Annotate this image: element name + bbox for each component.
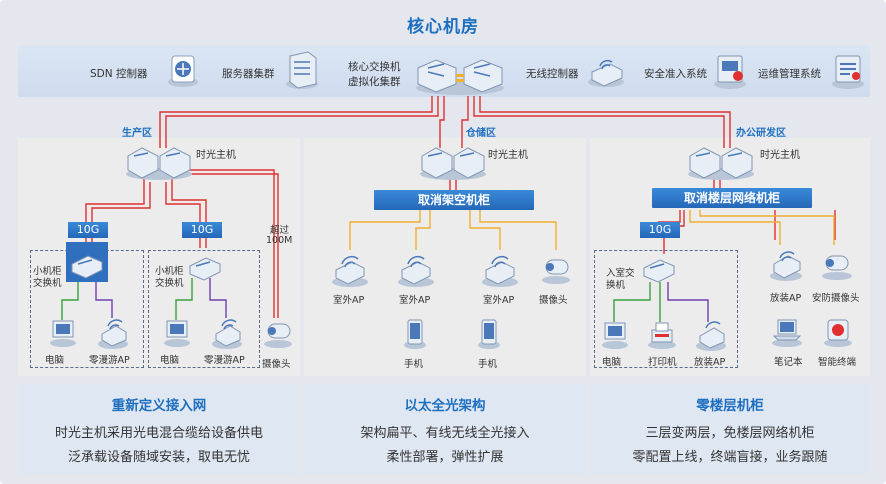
production-pc-1-icon <box>50 320 76 347</box>
office-ap-outer-label: 放装AP <box>770 293 802 304</box>
production-ap-2-label: 零漫游AP <box>204 355 245 366</box>
warehouse-host-icon <box>420 147 486 180</box>
zone-office-label: 办公研发区 <box>736 128 786 139</box>
warehouse-cabinet-banner: 取消架空机柜 <box>374 190 534 210</box>
office-smart-terminal-label: 智能终端 <box>818 357 857 368</box>
room-switch-label-line2: 换机 <box>606 280 626 291</box>
production-10g-badge-2: 10G <box>182 222 222 238</box>
warehouse-ap-2-icon <box>398 255 434 287</box>
ops-management-system-icon <box>832 55 864 89</box>
feature-1-line2: 泛承载设备随域安装，取电无忧 <box>67 450 250 465</box>
small-switch-2-label-line1: 小机柜 <box>155 266 184 277</box>
small-cabinet-switch-1-icon <box>66 242 108 282</box>
office-ap-inner-icon <box>696 321 726 351</box>
wireless-controller-label: 无线控制器 <box>526 68 579 80</box>
over-100m-label-line1: 超过 <box>270 225 290 236</box>
feature-3-line1: 三层变两层，免楼层网络机柜 <box>645 426 815 441</box>
production-camera-icon <box>264 323 292 348</box>
production-host-icon <box>126 147 192 180</box>
office-printer-icon <box>648 322 676 349</box>
core-switch-label-line1: 核心交换机 <box>348 61 401 73</box>
production-10g-badge-1: 10G <box>68 222 108 238</box>
warehouse-ap-3-label: 室外AP <box>483 295 515 306</box>
ops-management-label: 运维管理系统 <box>758 68 821 80</box>
feature-1-line1: 时光主机采用光电混合缆给设备供电 <box>54 426 263 441</box>
warehouse-ap-2-label: 室外AP <box>399 295 431 306</box>
production-ap-1-label: 零漫游AP <box>89 355 130 366</box>
room-switch-label-line1: 入室交 <box>606 268 635 279</box>
warehouse-phone-1-icon <box>404 319 426 349</box>
access-control-system-icon <box>714 55 746 89</box>
office-laptop-label: 笔记本 <box>774 357 803 368</box>
feature-1-title: 重新定义接入网 <box>111 398 207 414</box>
office-security-camera-label: 安防摄像头 <box>812 293 860 304</box>
warehouse-phone-2-icon <box>478 319 500 349</box>
production-ap-1-icon <box>98 319 128 349</box>
production-pc-2-label: 电脑 <box>160 355 180 366</box>
page-title: 核心机房 <box>407 17 479 37</box>
small-cabinet-group-2 <box>148 250 260 368</box>
over-100m-label-line2: 100M <box>266 235 293 246</box>
sdn-controller-icon <box>168 55 198 87</box>
office-security-camera-icon <box>822 255 852 280</box>
feature-2-line2: 柔性部署，弹性扩展 <box>386 450 504 465</box>
office-laptop-icon <box>772 319 802 347</box>
office-printer-label: 打印机 <box>648 357 677 368</box>
production-camera-label: 摄像头 <box>262 359 291 370</box>
server-cluster-label: 服务器集群 <box>222 68 275 80</box>
feature-panel-3: 零楼层机柜 三层变两层，免楼层网络机柜 零配置上线，终端盲接，业务跟随 <box>590 384 870 474</box>
feature-panel-1: 重新定义接入网 时光主机采用光电混合缆给设备供电 泛承载设备随域安装，取电无忧 <box>18 384 300 474</box>
office-cabinet-banner: 取消楼层网络机柜 <box>652 188 812 208</box>
room-switch-group <box>594 250 738 368</box>
feature-panel-2: 以太全光架构 架构扁平、有线无线全光接入 柔性部署，弹性扩展 <box>304 384 586 474</box>
office-smart-terminal-icon <box>824 319 852 347</box>
production-host-label: 时光主机 <box>196 150 236 161</box>
core-switch-label-line2: 虚拟化集群 <box>348 76 401 88</box>
zone-warehouse-label: 仓储区 <box>466 128 496 139</box>
feature-2-line1: 架构扁平、有线无线全光接入 <box>360 426 530 441</box>
office-pc-icon <box>602 322 628 349</box>
feature-3-line2: 零配置上线，终端盲接，业务跟随 <box>632 450 828 465</box>
office-pc-label: 电脑 <box>602 357 622 368</box>
zone-production-label: 生产区 <box>122 128 152 139</box>
feature-3-title: 零楼层机柜 <box>696 398 764 414</box>
sdn-controller-label: SDN 控制器 <box>90 68 148 80</box>
feature-2-title: 以太全光架构 <box>404 398 486 414</box>
office-ap-outer-icon <box>770 251 802 281</box>
production-pc-2-icon <box>164 320 190 347</box>
warehouse-phone-1-label: 手机 <box>404 359 424 370</box>
core-switch-icon <box>416 59 504 95</box>
small-switch-2-label-line2: 交换机 <box>155 278 184 289</box>
small-switch-1-label-line1: 小机柜 <box>33 266 62 277</box>
warehouse-phone-2-label: 手机 <box>478 359 498 370</box>
warehouse-host-label: 时光主机 <box>488 150 528 161</box>
production-ap-2-icon <box>212 319 242 349</box>
warehouse-ap-3-icon <box>482 255 518 287</box>
office-ap-inner-label: 放装AP <box>694 357 726 368</box>
office-host-icon <box>688 147 754 180</box>
warehouse-camera-label: 摄像头 <box>539 295 568 306</box>
room-switch-icon <box>643 259 675 283</box>
warehouse-ap-1-label: 室外AP <box>333 295 365 306</box>
access-control-label: 安全准入系统 <box>644 68 707 80</box>
wireless-controller-icon <box>588 59 624 87</box>
small-switch-1-label-line2: 交换机 <box>33 278 62 289</box>
server-cluster-icon <box>286 51 318 89</box>
production-pc-1-label: 电脑 <box>45 355 65 366</box>
warehouse-camera-icon <box>542 259 570 284</box>
office-10g-badge: 10G <box>640 222 680 238</box>
warehouse-ap-1-icon <box>332 255 368 287</box>
small-cabinet-switch-2-icon <box>189 257 221 281</box>
office-host-label: 时光主机 <box>760 150 800 161</box>
